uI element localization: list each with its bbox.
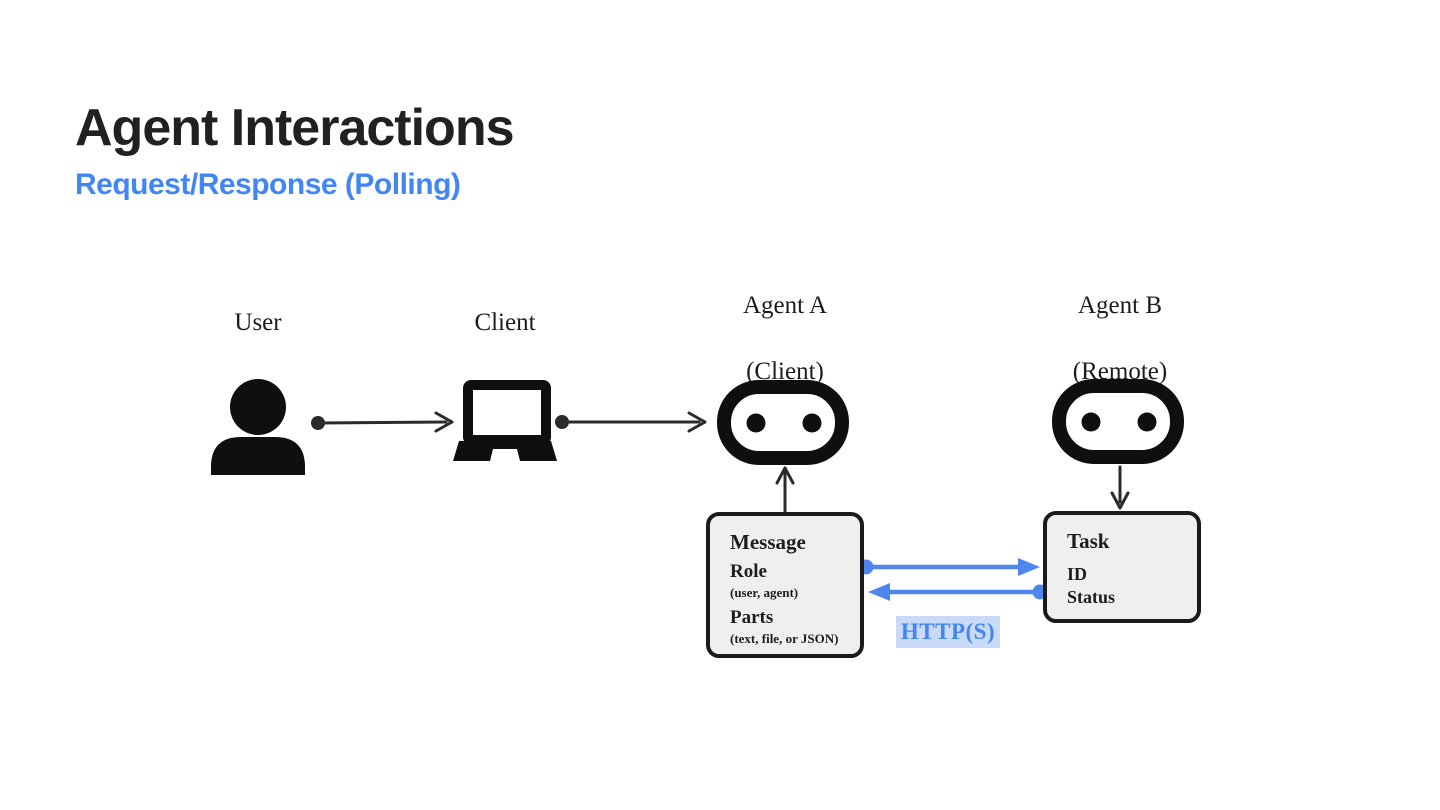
http-protocol-label: HTTP(S) xyxy=(896,616,1000,648)
message-role-field: Role xyxy=(730,561,767,582)
arrow-message-to-agent-a xyxy=(775,466,795,513)
user-person-icon xyxy=(211,379,305,475)
arrow-client-to-agent-a xyxy=(555,411,707,433)
task-status-field: Status xyxy=(1067,587,1116,607)
page-title: Agent Interactions xyxy=(75,99,514,157)
message-box-title: Message xyxy=(730,530,806,554)
user-node-label: User xyxy=(234,309,282,336)
agent-b-robot-icon xyxy=(1052,379,1184,464)
client-laptop-icon xyxy=(453,380,557,461)
task-box-title: Task xyxy=(1067,529,1110,553)
message-role-detail: (user, agent) xyxy=(730,585,799,600)
agent-b-node-label: Agent B (Remote) xyxy=(1020,289,1220,388)
arrow-user-to-client xyxy=(311,411,454,433)
agent-a-robot-icon xyxy=(717,380,849,465)
message-parts-detail: (text, file, or JSON) xyxy=(730,631,839,646)
page-subtitle: Request/Response (Polling) xyxy=(75,168,461,201)
task-id-field: ID xyxy=(1067,564,1088,584)
task-box: Task ID Status xyxy=(1043,511,1201,623)
arrow-message-to-task-request xyxy=(858,558,1040,576)
arrow-agent-b-to-task xyxy=(1110,465,1130,510)
client-node-label: Client xyxy=(474,309,536,336)
arrow-task-to-message-response xyxy=(868,583,1048,601)
agent-a-node-label: Agent A (Client) xyxy=(685,289,885,388)
agent-a-name: Agent A xyxy=(742,292,828,319)
message-parts-field: Parts xyxy=(730,607,774,628)
agent-b-name: Agent B xyxy=(1077,292,1163,319)
message-box: Message Role (user, agent) Parts (text, … xyxy=(706,512,864,658)
